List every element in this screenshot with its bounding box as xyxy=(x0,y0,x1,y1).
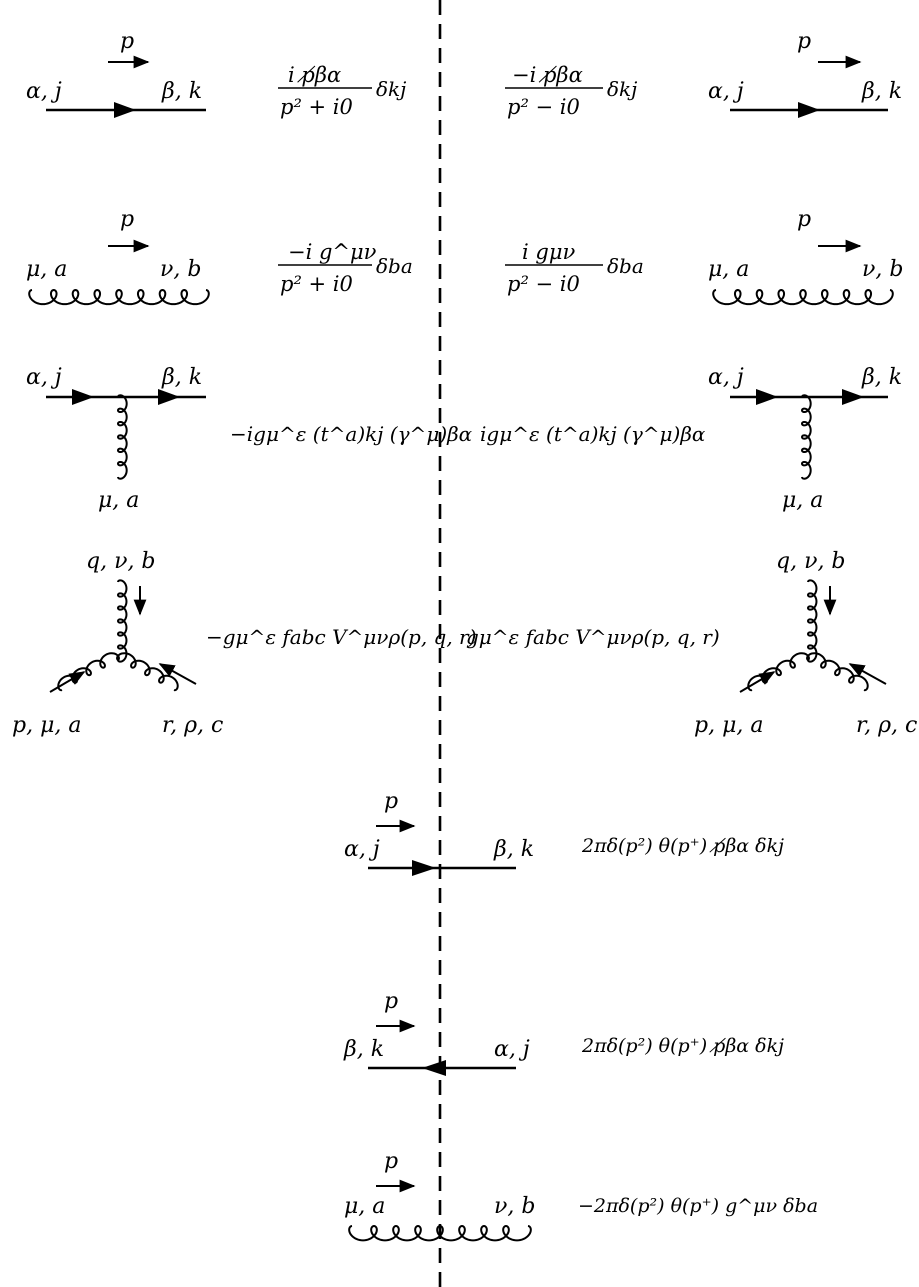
gluon-propagator-conjugate: i gμν p² − i0 δba xyxy=(505,240,644,296)
momentum-arrow-p xyxy=(739,671,776,693)
momentum-label: p xyxy=(797,207,811,232)
index-bottom: μ, a xyxy=(782,488,823,513)
gluon-propagator-amplitude: −i g^μν p² + i0 δba xyxy=(278,240,413,296)
numerator: −i p̸βα xyxy=(512,63,583,87)
fermion-arrow xyxy=(798,102,820,118)
index-bottom: μ, a xyxy=(98,488,139,513)
index-left: β, k xyxy=(343,1037,384,1062)
quark-gluon-vertex-amplitude: −igμ^ε (t^a)kj (γ^μ)βα xyxy=(230,422,473,446)
three-gluon-vertex-amplitude: −gμ^ε fabc V^μνρ(p, q, r) xyxy=(206,625,476,649)
denominator: p² + i0 xyxy=(280,95,353,119)
fermion-arrow-out xyxy=(842,389,864,405)
gluon-line xyxy=(712,288,894,306)
index-left: α, j xyxy=(26,365,62,390)
index-right: β, k xyxy=(161,79,202,104)
index-left: μ, a xyxy=(708,257,749,282)
momentum-label: p xyxy=(384,989,398,1014)
index-bottom-right: r, ρ, c xyxy=(162,713,223,738)
quark-gluon-vertex-conjugate: igμ^ε (t^a)kj (γ^μ)βα xyxy=(480,422,706,446)
cut-expression: 2πδ(p²) θ(p⁺) p̸βα δkj xyxy=(581,835,784,857)
color-delta: δba xyxy=(607,254,644,278)
fermion-arrow-in xyxy=(756,389,778,405)
index-top: q, ν, b xyxy=(776,549,846,574)
quark-propagator-amplitude: i p̸βα p² + i0 δkj xyxy=(278,63,406,119)
color-delta: δkj xyxy=(376,77,406,101)
index-left: μ, a xyxy=(344,1194,385,1219)
index-left: α, j xyxy=(344,837,380,862)
gluon-line xyxy=(28,288,210,306)
three-gluon-vertex-right: q, ν, b p, μ, a r, ρ, c xyxy=(694,549,917,738)
index-bottom-right: r, ρ, c xyxy=(856,713,917,738)
gluon-propagator-left: p μ, a ν, b xyxy=(26,207,210,306)
quark-gluon-vertex-left: α, j β, k μ, a xyxy=(26,365,206,513)
denominator: p² − i0 xyxy=(507,272,580,296)
cut-expression: −2πδ(p²) θ(p⁺) g^μν δba xyxy=(578,1195,818,1217)
three-gluon-vertex-conjugate: gμ^ε fabc V^μνρ(p, q, r) xyxy=(466,625,720,649)
gluon-line xyxy=(800,394,812,480)
fermion-arrow-out xyxy=(158,389,180,405)
color-delta: δkj xyxy=(607,77,637,101)
index-right: ν, b xyxy=(160,257,201,282)
index-left: α, j xyxy=(26,79,62,104)
fermion-arrow-in xyxy=(72,389,94,405)
index-bottom-left: p, μ, a xyxy=(694,713,763,738)
index-top: q, ν, b xyxy=(86,549,156,574)
momentum-label: p xyxy=(120,207,134,232)
quark-propagator-left: p α, j β, k xyxy=(26,29,206,118)
gluon-line-right xyxy=(806,652,869,692)
denominator: p² − i0 xyxy=(507,95,580,119)
three-gluon-vertex-left: q, ν, b p, μ, a r, ρ, c xyxy=(12,549,223,738)
fermion-arrow xyxy=(422,1060,446,1076)
numerator: i p̸βα xyxy=(288,63,341,87)
momentum-label: p xyxy=(797,29,811,54)
momentum-arrow-r xyxy=(158,663,197,685)
cut-quark-line: p α, j β, k 2πδ(p²) θ(p⁺) p̸βα δkj xyxy=(344,789,784,876)
index-right: ν, b xyxy=(862,257,903,282)
gluon-line xyxy=(116,394,128,480)
numerator: i gμν xyxy=(522,240,575,264)
quark-propagator-right: p α, j β, k xyxy=(708,29,902,118)
momentum-label: p xyxy=(384,789,398,814)
color-delta: δba xyxy=(376,254,413,278)
cut-antiquark-line: p β, k α, j 2πδ(p²) θ(p⁺) p̸βα δkj xyxy=(343,989,784,1076)
gluon-line-top xyxy=(806,579,818,663)
gluon-propagator-right: p μ, a ν, b xyxy=(708,207,903,306)
momentum-label: p xyxy=(384,1149,398,1174)
index-right: β, k xyxy=(861,365,902,390)
index-right: ν, b xyxy=(494,1194,535,1219)
index-left: α, j xyxy=(708,365,744,390)
fermion-arrow xyxy=(114,102,136,118)
index-left: α, j xyxy=(708,79,744,104)
momentum-label: p xyxy=(120,29,134,54)
momentum-arrow-r xyxy=(848,663,887,685)
index-bottom-left: p, μ, a xyxy=(12,713,81,738)
index-left: μ, a xyxy=(26,257,67,282)
index-right: β, k xyxy=(861,79,902,104)
index-right: β, k xyxy=(161,365,202,390)
denominator: p² + i0 xyxy=(280,272,353,296)
index-right: α, j xyxy=(494,1037,530,1062)
index-right: β, k xyxy=(493,837,534,862)
quark-propagator-conjugate: −i p̸βα p² − i0 δkj xyxy=(505,63,637,119)
gluon-line-top xyxy=(116,579,128,663)
gluon-line-left xyxy=(57,652,120,692)
gluon-line xyxy=(348,1224,532,1242)
gluon-line-right xyxy=(116,652,179,692)
cut-gluon-line: p μ, a ν, b −2πδ(p²) θ(p⁺) g^μν δba xyxy=(344,1149,818,1242)
gluon-line-left xyxy=(747,652,810,692)
cut-expression: 2πδ(p²) θ(p⁺) p̸βα δkj xyxy=(581,1035,784,1057)
numerator: −i g^μν xyxy=(288,240,377,264)
quark-gluon-vertex-right: α, j β, k μ, a xyxy=(708,365,902,513)
momentum-arrow-p xyxy=(49,671,86,693)
fermion-arrow xyxy=(412,860,436,876)
